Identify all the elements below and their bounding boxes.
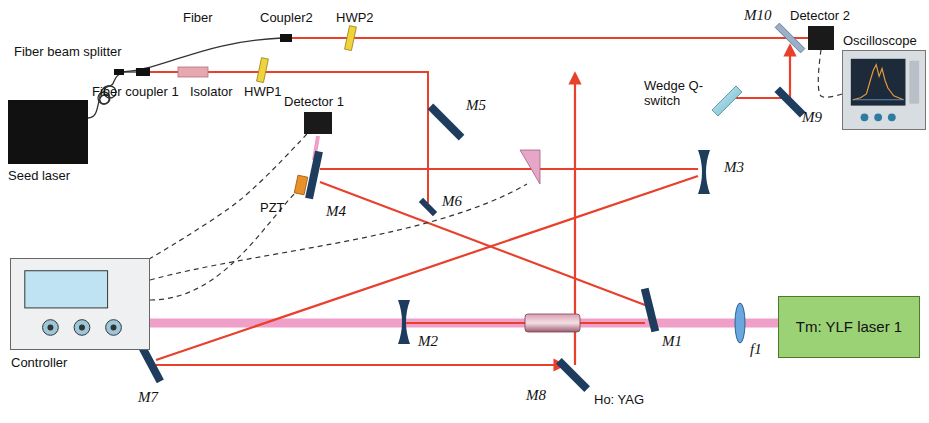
control-cables	[150, 184, 527, 300]
fiber-coupler-1	[136, 68, 150, 76]
mirror-label: M6	[442, 194, 462, 209]
part-label: Coupler2	[260, 10, 313, 25]
isolator	[178, 67, 208, 77]
part-label: Fiber beam splitter	[14, 44, 122, 59]
lens-f1	[735, 303, 745, 343]
wedge	[712, 86, 742, 116]
pump-laser-box: Tm: YLF laser 1	[778, 296, 920, 358]
signal-cable	[150, 134, 307, 259]
part-label: PZT	[260, 200, 285, 215]
mirror-label: f1	[750, 342, 762, 357]
part-label: Fiber	[183, 10, 213, 25]
fiber-beam-splitter	[114, 69, 124, 75]
mirror-label: M3	[724, 160, 744, 175]
device-face	[843, 51, 925, 129]
controller-box: Controller	[10, 258, 150, 350]
oscilloscope-box: Oscilloscope	[842, 50, 926, 130]
half-wave-plate-1	[257, 58, 269, 83]
mirror-label: M10	[744, 8, 772, 23]
part-label: HWP2	[336, 10, 374, 25]
signal-cable	[818, 50, 842, 97]
mirror-label: M5	[466, 98, 486, 113]
part-label: Isolator	[190, 84, 233, 99]
node-label: Seed laser	[8, 168, 70, 183]
part-label: Wedge Q-switch	[644, 78, 706, 108]
q-switch-prism	[520, 150, 540, 184]
part-label: Fiber coupler 1	[92, 84, 179, 99]
part-label: Ho: YAG	[594, 392, 644, 407]
part-label: HWP1	[244, 84, 282, 99]
node-label: Controller	[11, 355, 67, 370]
seed-beams	[150, 38, 808, 203]
detector-box: Detector 1	[304, 112, 332, 134]
detector-box: Detector 2	[808, 26, 834, 50]
mirror-m10	[775, 23, 805, 53]
fiber-section	[88, 38, 282, 118]
half-wave-plate-2	[345, 26, 357, 51]
ho-yag-rod	[525, 314, 580, 332]
seed-laser-box: Seed laser	[8, 100, 88, 164]
mirror-label: M2	[418, 334, 438, 349]
mirror-label: M4	[326, 204, 346, 219]
node-label: Detector 2	[790, 8, 850, 23]
cavity-beams	[156, 46, 790, 365]
device-face	[11, 259, 149, 349]
pzt	[294, 175, 308, 195]
mirror-label: M7	[138, 390, 158, 405]
fiber-coupler-2	[280, 34, 292, 42]
node-label: Detector 1	[284, 94, 344, 109]
pump-beam	[128, 319, 778, 328]
mirror-label: M8	[526, 388, 546, 403]
node-label: Tm: YLF laser 1	[779, 297, 919, 357]
mirror-label: M9	[802, 110, 822, 125]
mirrors	[136, 86, 805, 392]
mirror-label: M1	[662, 334, 682, 349]
node-label: Oscilloscope	[843, 33, 917, 48]
